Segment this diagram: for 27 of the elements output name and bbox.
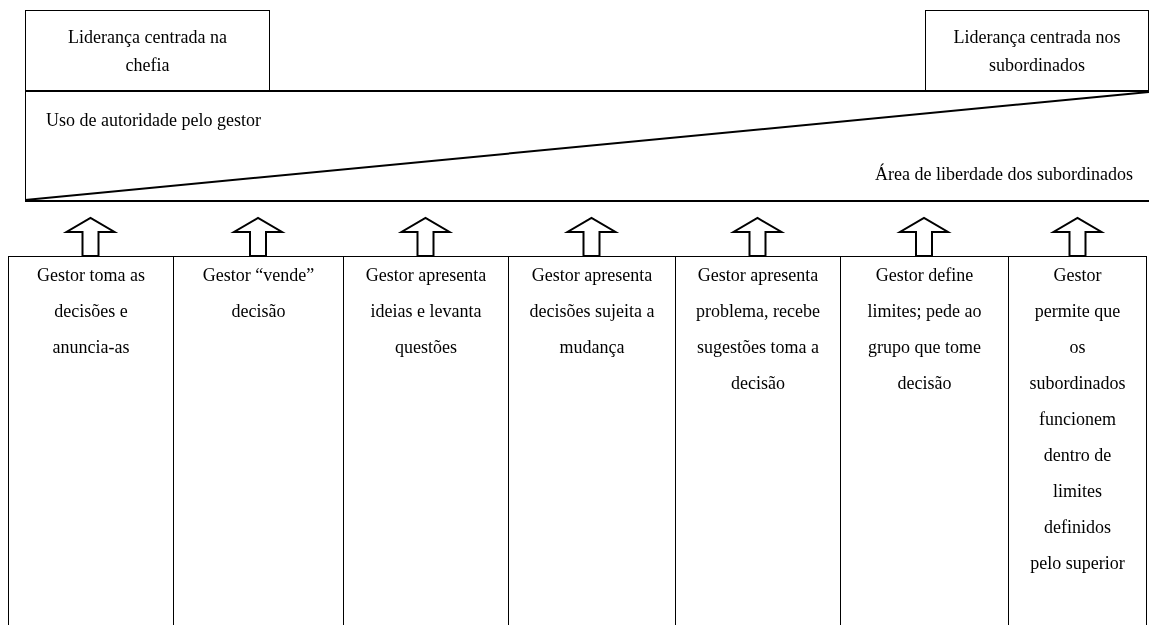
column-box [173,256,343,625]
block-arrow [729,216,786,257]
band-upper-label: Uso de autoridade pelo gestor [46,109,261,132]
column-box [343,256,508,625]
column-box [675,256,840,625]
node-text: Gestor “vende” decisão [201,264,316,323]
block-arrow [62,216,119,257]
block-arrow [397,216,454,257]
node-text: Liderança centrada nos subordinados [952,26,1122,77]
node-text: Liderança centrada na chefia [67,26,228,77]
column-box [8,256,173,625]
node-text: Gestor toma as decisões e anuncia-as [36,264,146,359]
label-box [925,10,1149,91]
node-text: Gestor apresenta ideias e levanta questões [364,264,488,359]
column-box [508,256,675,625]
block-arrow [1049,216,1106,257]
block-arrow [896,216,952,257]
label-box [25,10,270,91]
block-arrow [563,216,620,257]
column-box [1008,256,1147,625]
band-lower-label: Área de liberdade dos subordinados [875,162,1133,186]
node-text: Gestor permite que os subordinados funcionem dentro de limites definidos pelo superior [1028,264,1127,575]
block-arrow [230,216,286,257]
node-text: Gestor define limites; pede ao grupo que tome decisão [866,264,983,395]
node-text: Gestor apresenta problema, recebe sugestões toma a decisão [695,264,821,395]
node-text: Gestor apresenta decisões sujeita a mudança [528,264,656,359]
column-box [840,256,1008,625]
